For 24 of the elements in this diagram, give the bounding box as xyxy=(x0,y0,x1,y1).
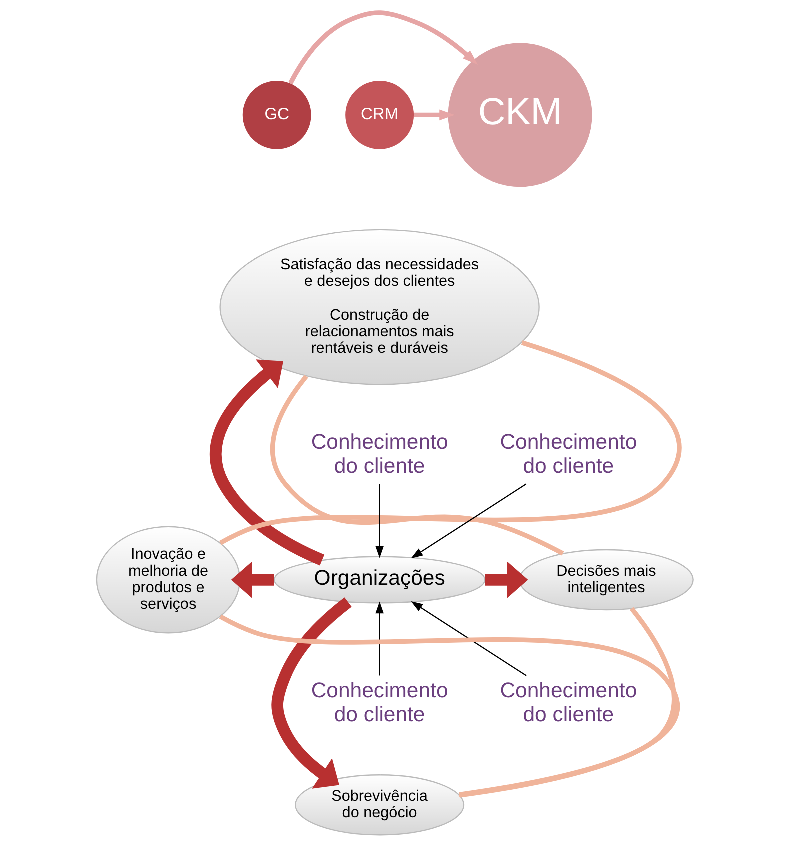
node-text: Conhecimento do cliente xyxy=(500,430,638,478)
node-text: Conhecimento do cliente xyxy=(311,430,448,478)
arrow xyxy=(288,10,478,85)
node-ellipse: Inovação e melhoria de produtos e serviços xyxy=(96,526,241,634)
arrow xyxy=(485,562,528,598)
node-ellipse: Satisfação das necessidades e desejos dos clientes Construção de relacionamentos mais rentáveis e duráveis xyxy=(220,229,540,386)
connector xyxy=(458,607,677,798)
node-ellipse: Organizações xyxy=(274,556,486,604)
node-text: Conhecimento do cliente xyxy=(500,678,638,726)
connector xyxy=(270,375,564,556)
connector xyxy=(219,614,680,798)
node-ellipse: Decisões mais inteligentes xyxy=(519,549,694,611)
node-circle: CRM xyxy=(346,80,414,150)
node-ellipse: Sobrevivência do negócio xyxy=(295,774,465,836)
arrow xyxy=(376,484,384,558)
node-text: Conhecimento do cliente xyxy=(311,678,448,726)
arrow xyxy=(411,601,527,676)
node-circle: CKM xyxy=(448,43,592,188)
arrow xyxy=(411,484,527,559)
connector xyxy=(219,340,682,546)
arrow xyxy=(376,602,384,676)
arrow xyxy=(414,110,456,121)
node-circle: GC xyxy=(242,80,312,150)
arrow xyxy=(231,562,274,598)
